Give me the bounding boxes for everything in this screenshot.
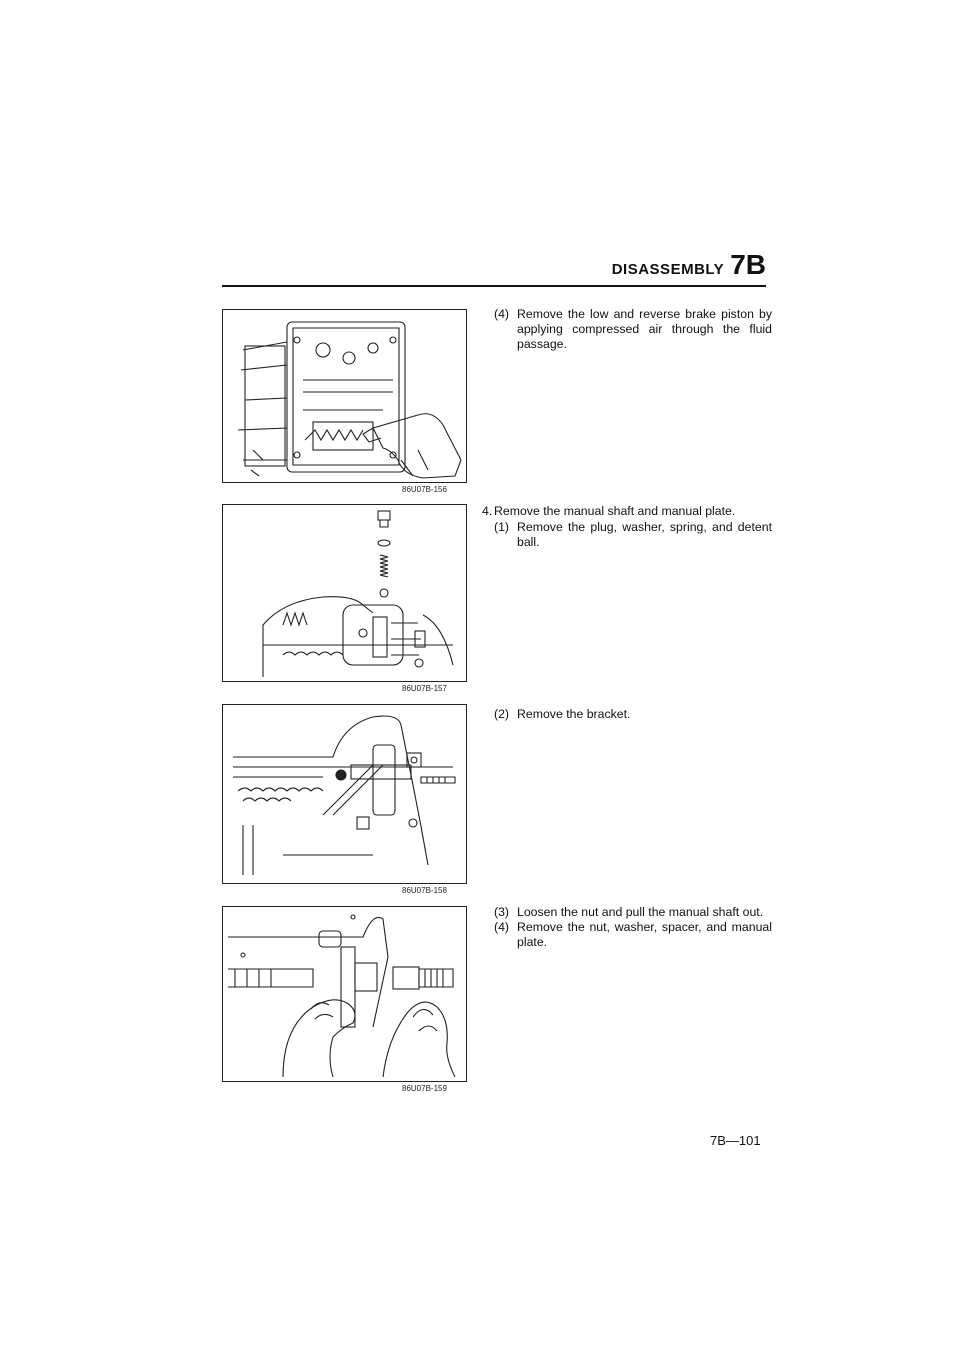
step-text: Loosen the nut and pull the manual shaft…: [517, 905, 764, 919]
step-number: (4): [494, 307, 510, 321]
step-heading: 4. Remove the manual shaft and manual pl…: [482, 504, 772, 519]
heading-text: Remove the manual shaft and manual plate…: [494, 504, 736, 518]
manual-shaft-illustration: [222, 906, 467, 1082]
section-code: 7B: [730, 249, 766, 280]
heading-number: 4.: [482, 504, 493, 518]
detent-ball-plug-illustration: [222, 504, 467, 682]
step-text: Remove the plug, washer, spring, and det…: [517, 520, 772, 549]
section-title: DISASSEMBLY 7B: [612, 249, 766, 281]
step-text: Remove the bracket.: [517, 707, 631, 721]
step-text: Remove the low and reverse brake piston …: [517, 307, 772, 351]
page-number: 7B—101: [710, 1133, 761, 1148]
page-header: DISASSEMBLY 7B: [222, 249, 766, 287]
instruction-block: (2) Remove the bracket.: [482, 707, 772, 722]
step-number: (1): [494, 520, 510, 534]
bracket-removal-illustration: [222, 704, 467, 884]
step-item: (1) Remove the plug, washer, spring, and…: [494, 520, 772, 550]
step-text: Remove the nut, washer, spacer, and manu…: [517, 920, 772, 949]
instruction-block: (4) Remove the low and reverse brake pis…: [482, 307, 772, 352]
step-item: (4) Remove the low and reverse brake pis…: [494, 307, 772, 352]
header-rule: [222, 285, 766, 287]
figure-code: 86U07B-159: [402, 1084, 447, 1093]
step-number: (4): [494, 920, 510, 934]
step-number: (3): [494, 905, 510, 919]
brake-piston-air-illustration: [222, 309, 467, 483]
step-item: (3) Loosen the nut and pull the manual s…: [494, 905, 772, 920]
figure-code: 86U07B-156: [402, 485, 447, 494]
instruction-block: (3) Loosen the nut and pull the manual s…: [482, 905, 772, 950]
step-number: (2): [494, 707, 510, 721]
step-item: (4) Remove the nut, washer, spacer, and …: [494, 920, 772, 950]
figure-code: 86U07B-158: [402, 886, 447, 895]
figure-code: 86U07B-157: [402, 684, 447, 693]
step-item: (2) Remove the bracket.: [494, 707, 772, 722]
section-word: DISASSEMBLY: [611, 261, 725, 278]
instruction-block: 4. Remove the manual shaft and manual pl…: [482, 504, 772, 550]
